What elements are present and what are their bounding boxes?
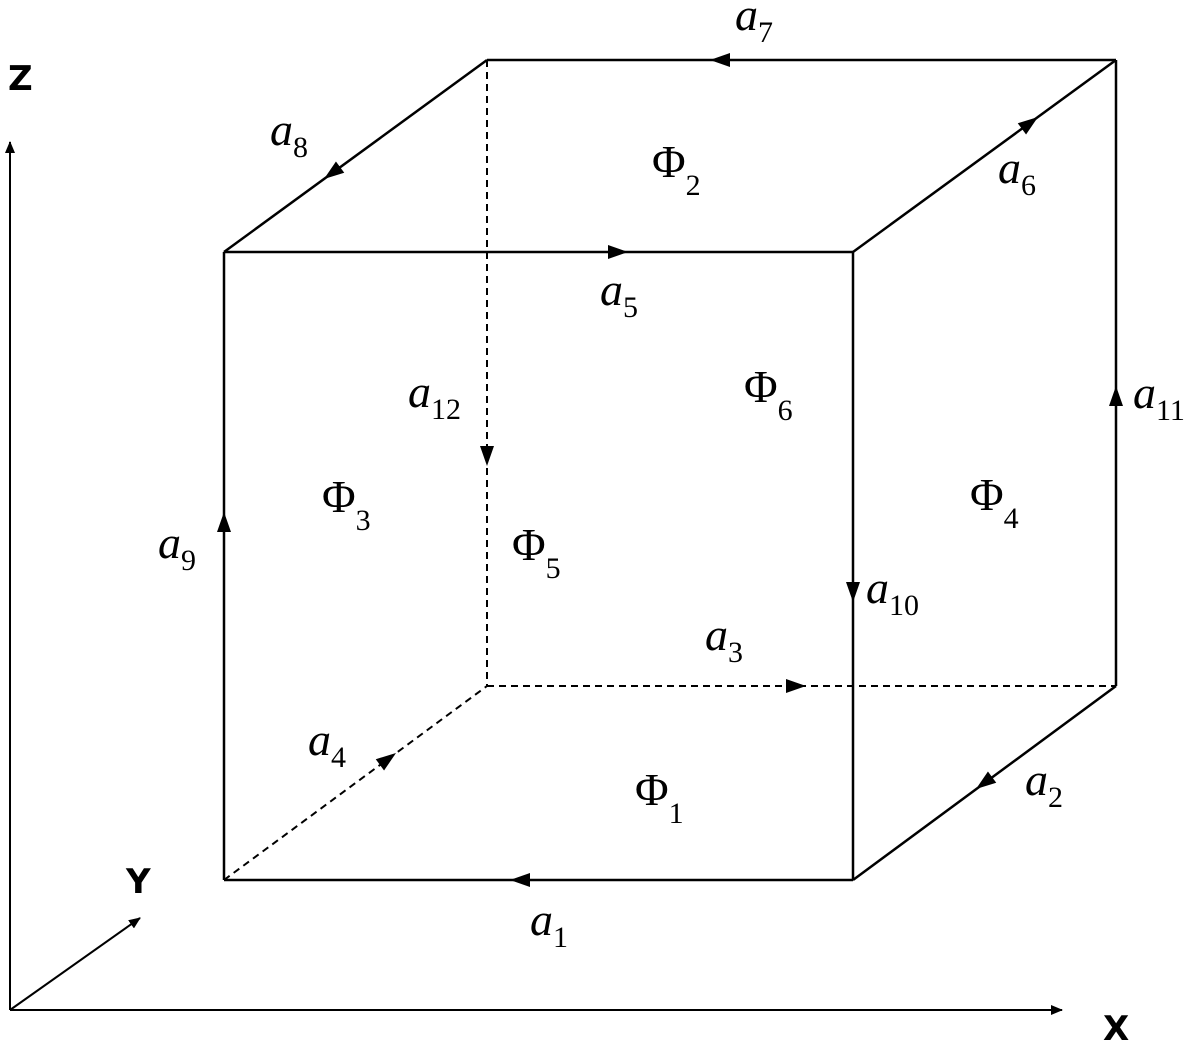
edge-label-a11: a11 [1133, 367, 1185, 427]
arrow-a8-icon [324, 161, 345, 179]
edge-a4-line [223, 685, 488, 881]
edge-a6-line [852, 58, 1117, 254]
arrow-a4-icon [375, 753, 396, 771]
arrow-a3-icon [786, 679, 806, 693]
edge-label-a3: a3 [705, 609, 743, 669]
z-axis-label: Z [8, 59, 33, 99]
face-label-phi1: Φ1 [635, 764, 684, 830]
y-axis [9, 917, 141, 1011]
face-label-phi5: Φ5 [512, 519, 561, 585]
edge-label-a5: a5 [600, 264, 638, 324]
arrow-a6-icon [1017, 117, 1038, 135]
arrow-a2-icon [976, 771, 997, 789]
arrow-a9-icon [217, 512, 231, 532]
edge-label-a1: a1 [530, 894, 568, 954]
edge-label-a10: a10 [866, 562, 919, 622]
edge-label-a6: a6 [998, 142, 1036, 202]
edge-label-a7: a7 [735, 0, 773, 49]
arrow-a11-icon [1109, 386, 1123, 406]
edge-label-a4: a4 [308, 714, 346, 774]
face-label-phi3: Φ3 [322, 471, 371, 537]
arrow-a1-icon [510, 873, 530, 887]
arrow-a5-icon [608, 245, 628, 259]
edge-label-a2: a2 [1025, 754, 1063, 814]
edge-label-a8: a8 [270, 104, 308, 164]
x-axis-label: X [1103, 1009, 1129, 1042]
arrow-a12-icon [480, 446, 494, 466]
face-label-phi4: Φ4 [970, 469, 1019, 535]
arrow-a7-icon [710, 53, 730, 67]
edge-a8-line [223, 58, 488, 254]
edge-label-a9: a9 [158, 517, 196, 577]
face-label-phi6: Φ6 [744, 361, 793, 427]
y-axis-label: Y [125, 862, 151, 902]
arrow-a10-icon [846, 582, 860, 602]
face-label-phi2: Φ2 [652, 136, 701, 202]
edge-label-a12: a12 [408, 366, 461, 426]
